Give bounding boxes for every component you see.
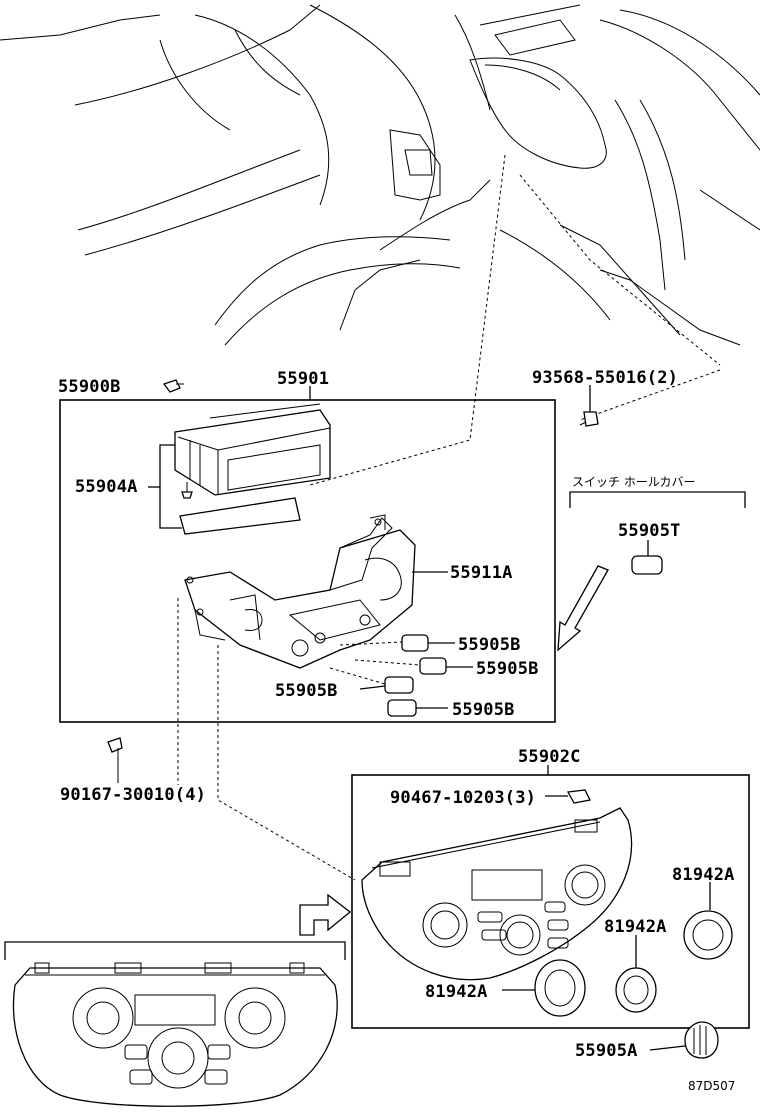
screw-90467-icon <box>566 789 591 804</box>
leader-dash-mid <box>309 154 506 486</box>
label-55905B-2: 55905B <box>476 659 539 679</box>
button-55905B-2-icon <box>419 657 447 675</box>
label-93568: 93568-55016(2) <box>532 368 678 388</box>
label-55911A: 55911A <box>450 563 513 583</box>
label-81942A-3: 81942A <box>425 982 488 1002</box>
label-90467: 90467-10203(3) <box>390 788 536 808</box>
label-55905T: 55905T <box>618 521 681 541</box>
screw-55900B-icon <box>162 379 184 393</box>
knob-55905A-icon <box>684 1021 719 1059</box>
button-55905B-1-icon <box>401 634 429 652</box>
switch-cover-bracket <box>569 491 746 508</box>
clip-93568-icon <box>579 411 599 427</box>
label-81942A-2: 81942A <box>604 917 667 937</box>
reference-bracket <box>4 941 346 960</box>
label-55904A: 55904A <box>75 477 138 497</box>
pocket-part <box>174 403 331 535</box>
label-55905B-1: 55905B <box>458 635 521 655</box>
ring-81942A-3-icon <box>534 959 586 1017</box>
ring-81942A-1-icon <box>683 910 733 960</box>
button-55905B-4-icon <box>387 699 417 717</box>
label-55901: 55901 <box>277 369 329 389</box>
label-55900B: 55900B <box>58 377 121 397</box>
switch-cover-55905T-icon <box>631 555 663 575</box>
main-assembly-box <box>59 399 556 723</box>
label-90167: 90167-30010(4) <box>60 785 206 805</box>
dashboard-outline <box>0 4 760 346</box>
bezel-55902C <box>361 807 633 981</box>
screw-55904A-icon <box>181 482 193 499</box>
ring-81942A-2-icon <box>615 967 657 1013</box>
label-55905A: 55905A <box>575 1041 638 1061</box>
screw-90167-icon <box>107 737 123 780</box>
label-55905B-3: 55905B <box>275 681 338 701</box>
leader-dash-top <box>519 174 721 366</box>
figure-code: 87D507 <box>688 1079 735 1093</box>
bezel-assembly-box <box>351 774 750 1029</box>
leader-dash-right <box>579 369 721 421</box>
label-switch-hole-cover: スイッチ ホールカバー <box>572 475 695 489</box>
reference-panel <box>12 962 338 1107</box>
bracket-55911A <box>184 514 416 669</box>
button-55905B-3-icon <box>384 676 414 694</box>
label-81942A-1: 81942A <box>672 865 735 885</box>
label-55905B-4: 55905B <box>452 700 515 720</box>
label-55902C: 55902C <box>518 747 581 767</box>
bent-arrow <box>299 893 352 936</box>
insertion-arrow <box>557 565 609 652</box>
